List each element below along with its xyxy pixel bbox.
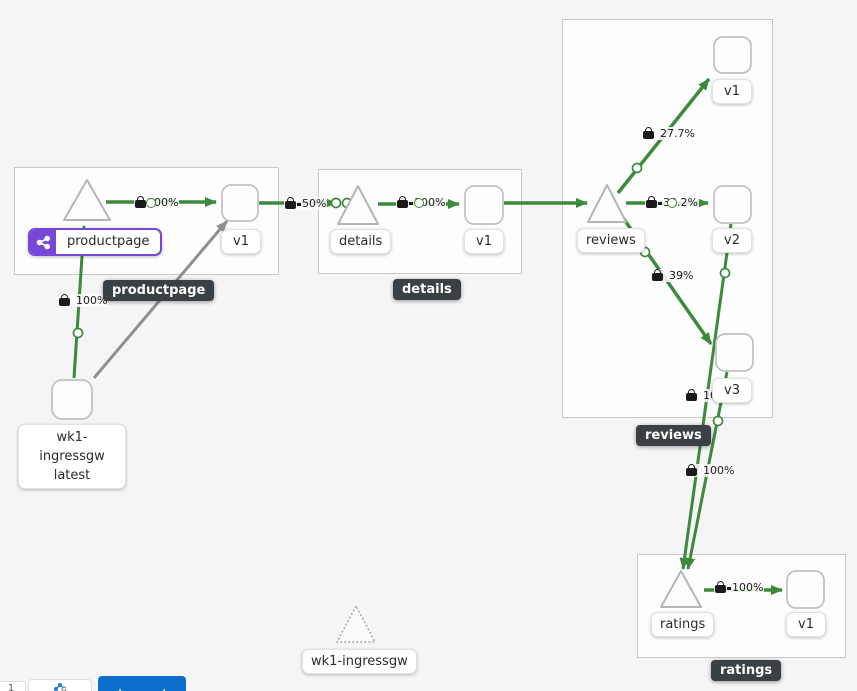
mtls-lock-icon	[59, 294, 70, 306]
workload-node-ratings-v1[interactable]	[786, 570, 825, 609]
edge-label-reviews-v3: 39%	[651, 269, 695, 282]
edge-label-ingress-productpage: 100%	[58, 294, 109, 307]
traffic-ring	[146, 198, 156, 208]
mtls-lock-icon	[285, 197, 296, 209]
group-badge-productpage: productpage	[103, 280, 215, 301]
mtls-lock-icon	[643, 127, 654, 139]
workload-node-ingress[interactable]	[51, 379, 93, 420]
node-label-details-v1[interactable]: v1	[464, 229, 504, 254]
node-label-ingress-service[interactable]: wk1-ingressgw	[302, 649, 417, 674]
node-label-reviews[interactable]: reviews	[577, 228, 645, 253]
edge-label-details-v1: 100%	[396, 196, 447, 209]
toolbar-chip-graph[interactable]	[28, 679, 92, 691]
edge-label-reviews-v1: 27.7%	[642, 127, 696, 140]
edge-label-v3-ratings: 100%	[685, 464, 736, 477]
traffic-ring	[414, 198, 424, 208]
group-badge-reviews: reviews	[636, 425, 711, 446]
edge-label-ratings-v1: 100%	[714, 581, 765, 594]
service-node-reviews[interactable]	[587, 184, 627, 223]
group-badge-ratings: ratings	[711, 660, 782, 681]
workload-node-productpage-v1[interactable]	[221, 184, 259, 222]
mtls-lock-icon	[652, 269, 663, 281]
service-node-productpage[interactable]	[63, 179, 111, 221]
count-text: 1	[7, 683, 15, 691]
workload-node-reviews-v2[interactable]	[713, 185, 752, 224]
workload-node-reviews-v3[interactable]	[715, 333, 754, 372]
node-label-ratings-v1[interactable]: v1	[786, 612, 826, 637]
legend-button[interactable]: Legend	[98, 676, 186, 691]
workload-node-details-v1[interactable]	[464, 185, 504, 225]
edge-label-productpage-v1: 100%	[134, 196, 180, 209]
graph-mini-icon	[53, 682, 67, 691]
mtls-lock-icon	[715, 581, 726, 593]
node-label-reviews-v2[interactable]: v2	[712, 228, 752, 253]
mtls-lock-icon	[686, 389, 697, 401]
node-label-reviews-v3[interactable]: v3	[712, 378, 752, 403]
app-topology-icon	[30, 230, 56, 254]
node-label-details[interactable]: details	[330, 229, 392, 254]
mtls-lock-icon	[686, 464, 697, 476]
mtls-lock-icon	[646, 196, 657, 208]
toolbar-chip-count[interactable]: 1	[0, 681, 26, 691]
edge-label-ppv1-details: 50%	[284, 197, 328, 210]
traffic-ring	[667, 198, 677, 208]
service-node-details[interactable]	[337, 185, 379, 225]
edge-traffic-rings	[72, 162, 731, 427]
mtls-lock-icon	[397, 196, 408, 208]
node-label: productpage	[67, 234, 150, 249]
node-label-ingress[interactable]: wk1-ingressgw latest	[18, 424, 126, 489]
group-badge-details: details	[393, 279, 461, 300]
selected-node-label-productpage[interactable]: productpage	[28, 228, 163, 256]
workload-node-reviews-v1[interactable]	[713, 36, 752, 74]
service-node-ratings[interactable]	[660, 570, 702, 608]
edge-label-reviews-v2: 33.2%	[645, 196, 699, 209]
node-label-productpage-v1[interactable]: v1	[221, 229, 261, 254]
mtls-lock-icon	[135, 196, 146, 208]
service-node-ingress-idle[interactable]	[336, 605, 376, 643]
node-label-reviews-v1[interactable]: v1	[712, 79, 752, 104]
node-label-ratings[interactable]: ratings	[651, 612, 715, 637]
